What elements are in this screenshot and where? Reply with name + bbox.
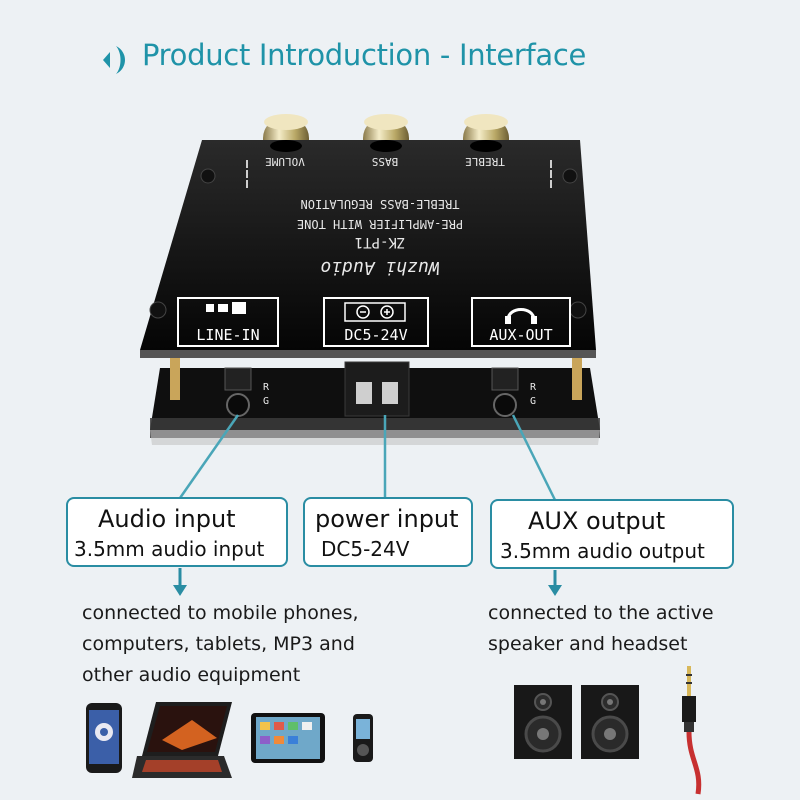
port-label-dc: DC5-24V <box>344 326 407 344</box>
callout-audio-input: Audio input 3.5mm audio input <box>66 497 288 567</box>
description-line: connected to the active <box>488 602 714 624</box>
description-line: speaker and headset <box>488 633 688 655</box>
bookshelf-speaker-icon <box>580 684 640 760</box>
port-label-aux-out: AUX-OUT <box>489 326 552 344</box>
pin-label-r-right: R <box>530 382 537 393</box>
board-text-regulation: TREBLE-BASS REGULATION <box>301 197 460 211</box>
pin-label-g-left: G <box>263 396 269 407</box>
callout-title: power input <box>315 505 459 533</box>
laptop-icon <box>132 700 236 780</box>
arrow-down-right <box>548 570 562 596</box>
callout-power-input: power input DC5-24V <box>303 497 473 567</box>
bookshelf-speaker-icon <box>513 684 573 760</box>
arrow-down-left <box>173 568 187 596</box>
board-brand: Wuzhi Audio <box>320 257 439 278</box>
knob-label-bass: BASS <box>372 155 399 168</box>
smartphone-icon <box>85 702 123 774</box>
callout-subtitle: 3.5mm audio output <box>500 539 705 563</box>
callout-title: AUX output <box>528 507 666 535</box>
description-right: connected to the active speaker and head… <box>488 598 714 660</box>
board-text-preamp: PRE-AMPLIFIER WITH TONE <box>297 217 463 231</box>
callout-subtitle: 3.5mm audio input <box>74 537 265 561</box>
pin-label-g-right: G <box>530 396 536 407</box>
description-left: connected to mobile phones, computers, t… <box>82 598 359 691</box>
audio-jack-cable-icon <box>660 664 720 796</box>
description-line: connected to mobile phones, <box>82 602 359 624</box>
description-line: other audio equipment <box>82 664 301 686</box>
page-title: Product Introduction - Interface <box>142 38 587 72</box>
pin-label-r-left: R <box>263 382 270 393</box>
speaker-mark-icon <box>100 40 132 80</box>
callout-title: Audio input <box>98 505 236 533</box>
knob-label-treble: TREBLE <box>465 155 505 168</box>
board-model: ZK-PT1 <box>355 234 406 250</box>
amplifier-board-image: VOLUME BASS TREBLE TREBLE-BASS REGULATIO… <box>140 114 600 445</box>
description-line: computers, tablets, MP3 and <box>82 633 355 655</box>
knob-label-volume: VOLUME <box>265 155 305 168</box>
port-label-line-in: LINE-IN <box>196 326 259 344</box>
callout-subtitle: DC5-24V <box>321 537 410 561</box>
callout-aux-output: AUX output 3.5mm audio output <box>490 499 734 569</box>
mp3-player-icon <box>352 713 374 763</box>
tablet-icon <box>250 712 326 764</box>
